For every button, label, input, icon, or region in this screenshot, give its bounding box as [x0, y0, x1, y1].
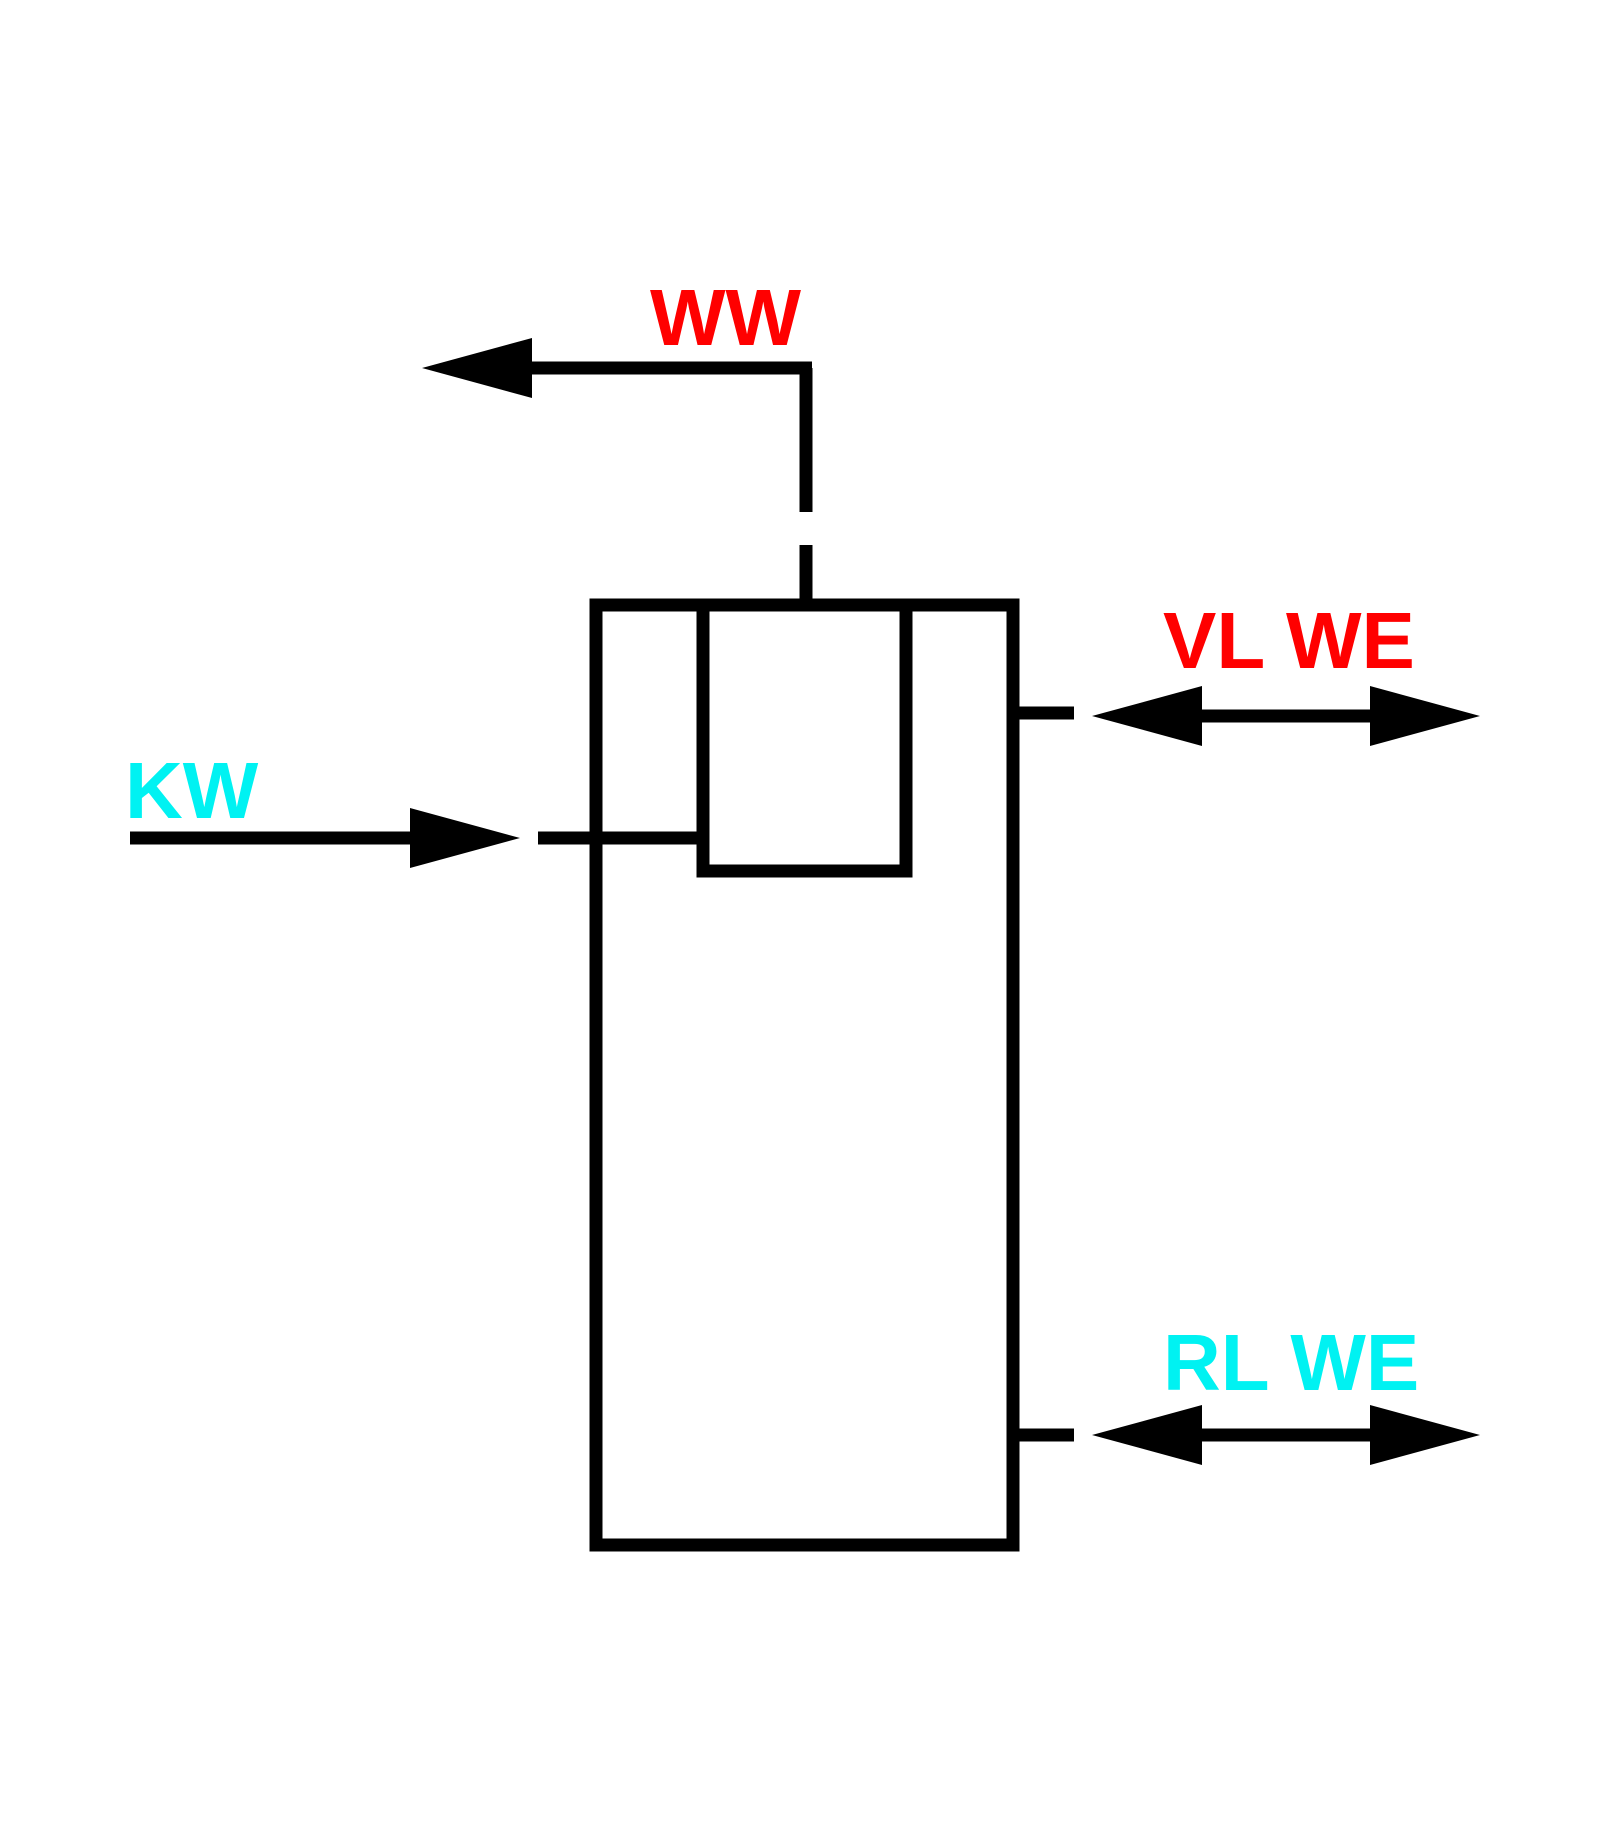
vl-we-double-arrow-icon — [1092, 686, 1480, 746]
kw-label: KW — [125, 746, 259, 835]
ww-label: WW — [650, 273, 802, 362]
ww-arrow-icon — [422, 338, 532, 398]
inner-heat-exchanger — [696, 598, 913, 878]
rl-we-double-arrow-icon — [1092, 1405, 1480, 1465]
kw-arrow-icon — [410, 808, 520, 868]
tank-body — [589, 598, 1020, 1552]
ww-outlet-pipe — [525, 361, 813, 605]
vl-we-label: VL WE — [1163, 596, 1415, 685]
rl-we-label: RL WE — [1163, 1318, 1419, 1407]
